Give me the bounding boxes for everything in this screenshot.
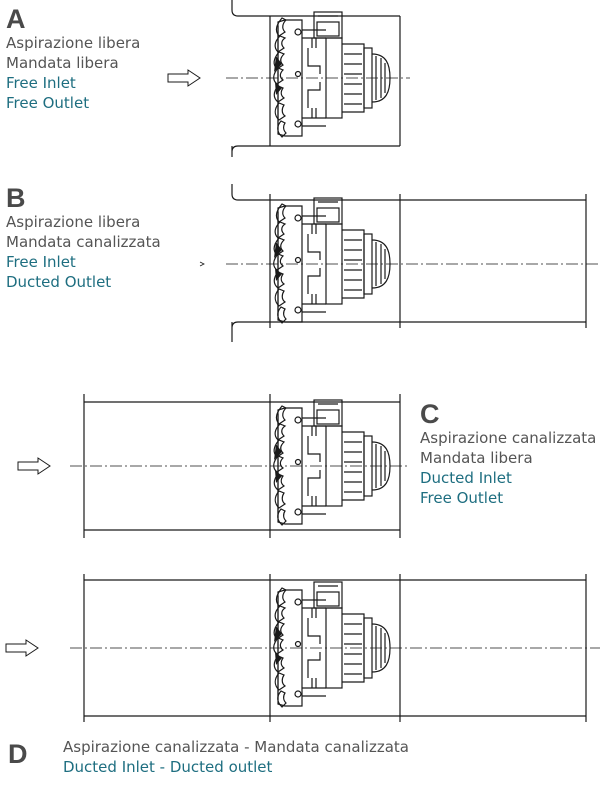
- config-a-outlet-it: Mandata libera: [6, 54, 119, 72]
- config-a-drawing: [167, 0, 410, 157]
- config-d-line-en: Ducted Inlet - Ducted outlet: [63, 758, 273, 776]
- config-a-inlet-en: Free Inlet: [6, 74, 76, 92]
- config-c-letter: C: [420, 399, 440, 429]
- config-a-letter: A: [6, 4, 26, 34]
- config-b-caption: B Aspirazione libera Mandata canalizzata…: [6, 184, 161, 292]
- config-c-inlet-it: Aspirazione canalizzata: [420, 429, 597, 447]
- config-d-letter: D: [8, 739, 28, 769]
- config-b-letter: B: [6, 183, 26, 213]
- config-c-caption: C Aspirazione canalizzata Mandata libera…: [420, 400, 596, 508]
- config-b-inlet-en: Free Inlet: [6, 253, 76, 271]
- config-d-line-it: Aspirazione canalizzata - Mandata canali…: [63, 738, 409, 756]
- config-b-inlet-it: Aspirazione libera: [6, 213, 141, 231]
- config-a-caption: A Aspirazione libera Mandata libera Free…: [6, 5, 140, 113]
- config-a-inlet-it: Aspirazione libera: [6, 34, 141, 52]
- config-d-drawing: [5, 574, 600, 722]
- config-c-outlet-en: Free Outlet: [420, 489, 504, 507]
- config-b-outlet-it: Mandata canalizzata: [6, 233, 161, 251]
- config-c-drawing: [17, 394, 410, 538]
- config-a-outlet-en: Free Outlet: [6, 94, 90, 112]
- config-b-outlet-en: Ducted Outlet: [6, 273, 112, 291]
- config-c-inlet-en: Ducted Inlet: [420, 469, 512, 487]
- config-c-outlet-it: Mandata libera: [420, 449, 533, 467]
- config-b-drawing: [199, 184, 600, 342]
